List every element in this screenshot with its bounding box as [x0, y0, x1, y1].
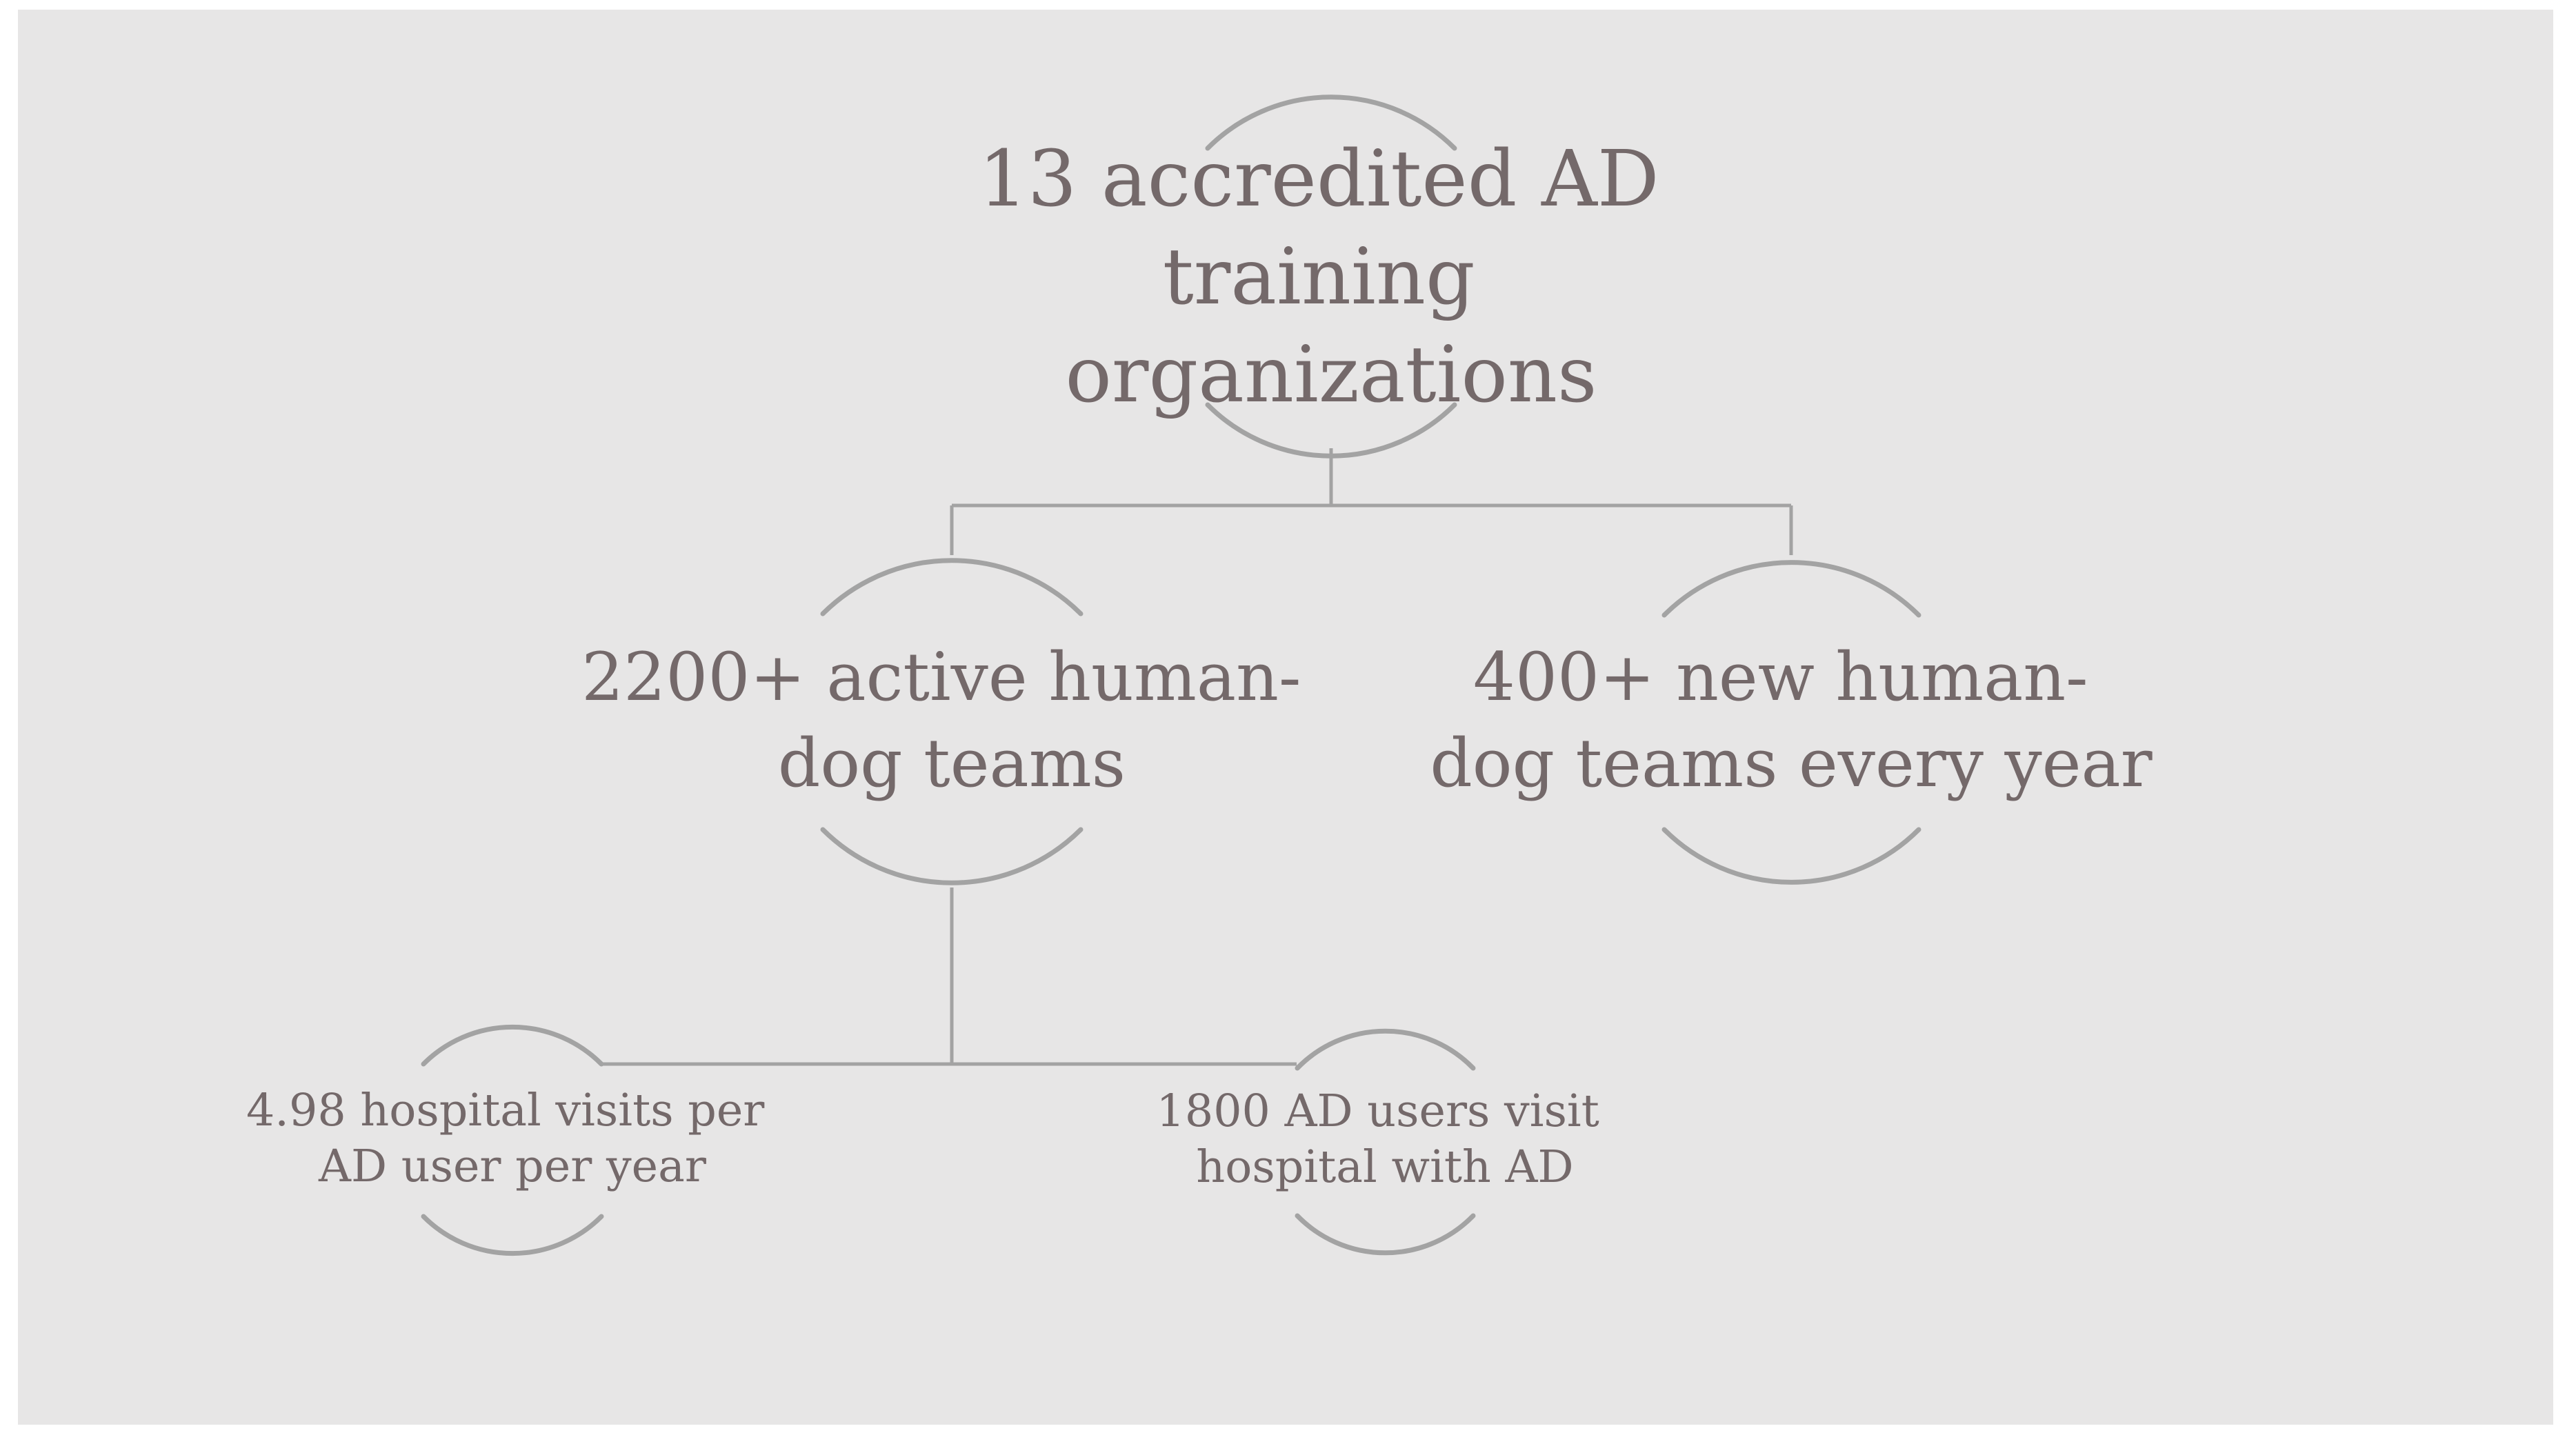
- node-root: 13 accredited AD training organizations: [979, 94, 1684, 459]
- node-visits-label: 4.98 hospital visits per AD user per yea…: [246, 1085, 779, 1192]
- node-hospital-visits: 4.98 hospital visits per AD user per yea…: [246, 1024, 779, 1256]
- node-root-label: 13 accredited AD training organizations: [979, 134, 1684, 420]
- node-active-label: 2200+ active human- dog teams: [581, 639, 1322, 802]
- node-new-teams: 400+ new human- dog teams every year: [1430, 560, 2153, 885]
- connector-root-children: [950, 448, 1793, 555]
- node-active-teams: 2200+ active human- dog teams: [581, 558, 1322, 885]
- diagram-panel: [18, 10, 2553, 1425]
- connector-active-children: [600, 888, 1297, 1066]
- node-visits-bottom-arc: [421, 1214, 604, 1256]
- node-root-bottom-arc: [1205, 402, 1457, 459]
- node-new-label: 400+ new human- dog teams every year: [1430, 639, 2152, 802]
- node-ad-users: 1800 AD users visit hospital with AD: [1156, 1028, 1613, 1256]
- node-root-top-arc: [1205, 94, 1457, 151]
- node-users-label: 1800 AD users visit hospital with AD: [1156, 1085, 1613, 1193]
- node-users-bottom-arc: [1295, 1213, 1476, 1256]
- node-new-bottom-arc: [1661, 827, 1921, 885]
- node-active-top-arc: [820, 558, 1084, 616]
- node-users-top-arc: [1295, 1028, 1476, 1071]
- node-new-top-arc: [1661, 560, 1921, 618]
- node-visits-top-arc: [421, 1024, 604, 1067]
- node-active-bottom-arc: [820, 827, 1084, 885]
